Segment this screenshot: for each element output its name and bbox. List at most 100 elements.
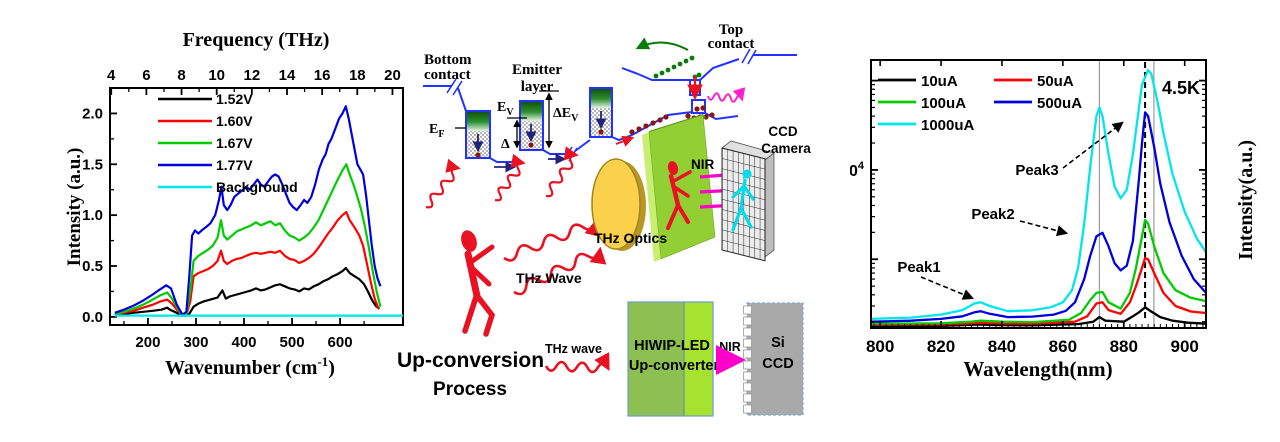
thz-image-figure xyxy=(666,161,692,230)
valence-level-label: EV xyxy=(497,100,514,118)
thz-optics-label: THz Optics xyxy=(594,230,667,246)
hole-dot xyxy=(528,142,534,148)
top-contact-label: Top xyxy=(719,22,743,38)
legend-label-1.67V: 1.67V xyxy=(216,135,253,151)
hole-dot xyxy=(663,114,669,120)
reference-vlines xyxy=(1098,60,1155,328)
well-2-band xyxy=(520,101,543,121)
legend-label-10uA: 10uA xyxy=(921,73,958,90)
curve-100uA xyxy=(870,218,1207,325)
emitter-layer-label2: layer xyxy=(521,79,554,95)
thz-beam-arrow xyxy=(513,246,607,296)
x-tick-label: 840 xyxy=(988,337,1016,356)
fermi-level-label: EF xyxy=(429,122,444,140)
y-tick-label: 1.5 xyxy=(82,156,103,173)
hole-dot xyxy=(643,123,649,129)
well-1-outline xyxy=(465,110,491,159)
ccd-pad xyxy=(743,360,752,370)
top-tick-label: 14 xyxy=(279,67,296,84)
upconversion-diagram: Bottom contact Emitter layer Top contact xyxy=(397,22,811,417)
x-tick-label: 880 xyxy=(1110,337,1138,356)
figure-head xyxy=(667,161,679,175)
figure-arms xyxy=(731,184,755,201)
well-1-band xyxy=(466,111,490,131)
legend-label-Background: Background xyxy=(216,179,298,195)
plot-frame xyxy=(109,87,404,326)
ccd-pad xyxy=(743,371,752,381)
band-after-recombination xyxy=(704,112,739,121)
top-tick-label: 8 xyxy=(177,67,185,84)
bottom-contact-label: Bottom xyxy=(424,52,472,68)
led-slab-face xyxy=(648,114,716,260)
thz-wave-bottom-arrow xyxy=(544,352,610,374)
person-arms xyxy=(468,244,495,287)
legend-label-100uA: 100uA xyxy=(921,95,966,112)
hiwip-box-border xyxy=(627,301,714,417)
nir-emission-wave xyxy=(707,87,746,103)
process-title2: Process xyxy=(433,379,507,400)
hole-dot xyxy=(685,113,691,119)
electron-dot xyxy=(653,73,659,79)
thz-wave-arrow xyxy=(494,153,526,202)
thz-beam-arrow xyxy=(503,218,602,262)
curve-50uA xyxy=(870,256,1207,326)
top-band xyxy=(621,54,797,81)
barrier-lines xyxy=(489,111,693,163)
thz-source-person xyxy=(461,230,496,337)
si-ccd-box xyxy=(746,302,804,416)
bottom-lead xyxy=(423,85,467,112)
person-head xyxy=(461,230,477,252)
x-tick-label: 600 xyxy=(328,334,353,351)
y-axis-title: Intensity (a.u.) xyxy=(64,148,85,267)
person-legs xyxy=(462,294,496,337)
hole-dot xyxy=(636,126,642,132)
ccd-grid xyxy=(721,147,766,262)
thz-wave-arrow xyxy=(425,158,461,209)
pl-curves xyxy=(870,68,1207,327)
delta-ev-label: ΔEV xyxy=(553,106,579,124)
legend-label-50uA: 50uA xyxy=(1037,73,1074,90)
x-tick-label: 860 xyxy=(1049,337,1077,356)
electron-dot xyxy=(677,61,683,67)
figure-legs xyxy=(666,203,690,230)
wave-arrows xyxy=(425,87,746,374)
x-tick-label: 800 xyxy=(866,337,894,356)
curve-1.77V xyxy=(114,105,382,316)
ccd-pad xyxy=(743,327,752,337)
x-tick-label: 500 xyxy=(280,334,305,351)
x-axis-title: Wavenumber (cm-1) xyxy=(165,354,335,379)
peak3-label: Peak3 xyxy=(1015,162,1058,179)
nir-top-label: NIR xyxy=(691,157,715,172)
top-tick-label: 10 xyxy=(208,67,225,84)
decade-label: 104 xyxy=(850,160,865,180)
well-3-band xyxy=(590,88,612,108)
legend-label-1.77V: 1.77V xyxy=(216,157,253,173)
hole-dot xyxy=(657,117,663,123)
hole-dot xyxy=(709,112,715,118)
figure-legs xyxy=(731,206,753,232)
ccd-side-face xyxy=(764,152,775,258)
curve-500uA xyxy=(870,111,1207,323)
ccd-grid-face xyxy=(721,147,766,262)
delta-label: Δ xyxy=(501,137,510,152)
legend-label-1000uA: 1000uA xyxy=(921,117,975,134)
top-tick-label: 4 xyxy=(107,67,116,84)
peak2-label: Peak2 xyxy=(971,206,1014,223)
peak2-arrow xyxy=(1019,220,1069,237)
peak3-arrow xyxy=(1062,121,1124,169)
x-tick-label: 400 xyxy=(231,334,256,351)
electron-dot xyxy=(683,58,689,64)
bottom-contact-label2: contact xyxy=(424,67,471,83)
ccd-pad xyxy=(743,404,752,414)
si-ccd-label: Si xyxy=(771,335,785,351)
thz-wave-small-label: THz wave xyxy=(545,342,602,356)
ccd-pad xyxy=(743,393,752,403)
top-tick-label: 6 xyxy=(142,67,150,84)
x-tick-label: 900 xyxy=(1170,337,1198,356)
y-axis-title: Intensity(a.u.) xyxy=(1235,140,1257,260)
figure-arms xyxy=(670,170,692,198)
x-tick-label: 300 xyxy=(183,334,208,351)
electron-dot xyxy=(665,67,671,73)
